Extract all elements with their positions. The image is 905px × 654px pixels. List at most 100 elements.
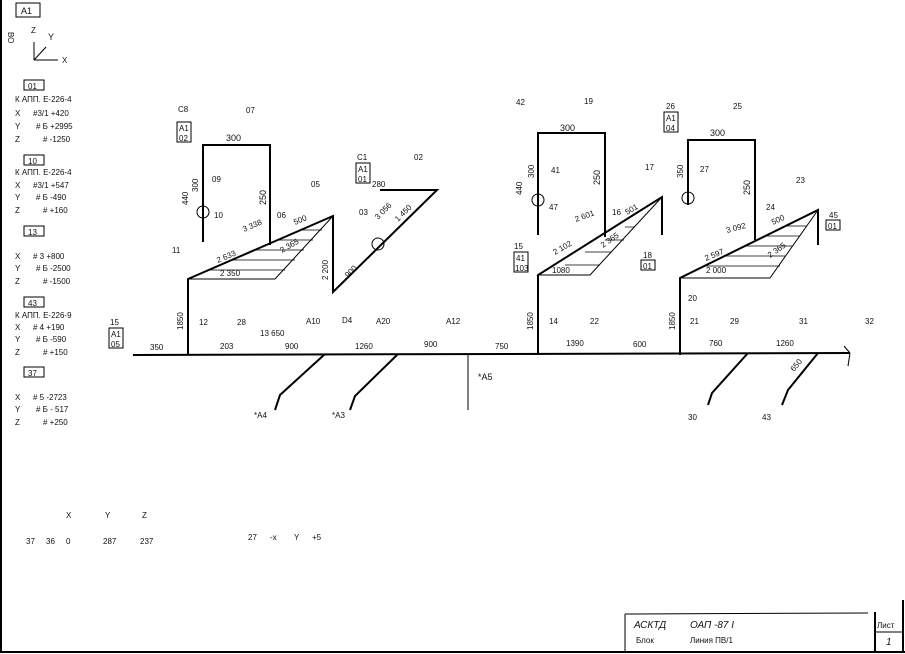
label-n02: 02 (414, 153, 423, 162)
label-d1260a: 1260 (355, 342, 373, 351)
label-0: 37 (26, 537, 35, 546)
branch-30 (707, 352, 749, 406)
label-n12: 12 (199, 318, 208, 327)
label-a12: А12 (446, 317, 461, 326)
label-n20: 20 (688, 294, 697, 303)
label-d750: 750 (495, 342, 509, 351)
label-d600: 600 (633, 340, 647, 349)
coordinate-table: X Y Z 37 36 0 287 237 27 -x Y +5 (26, 511, 322, 546)
label-x: X (15, 252, 21, 261)
label-c1: С1 (357, 153, 368, 162)
label-d760: 760 (709, 339, 723, 348)
label-l300b: 300 (191, 178, 200, 192)
label-x: X (15, 393, 21, 402)
label-n47: 47 (549, 203, 558, 212)
label-n27: 27 (700, 165, 709, 174)
label-n45: 45 (829, 211, 838, 220)
label-n11: 11 (172, 246, 181, 255)
label-z: Z (15, 277, 20, 286)
sheet-number: 1 (886, 637, 892, 648)
label-n15a: А1 (111, 330, 121, 339)
ref-box (15, 2, 41, 18)
label-l2365a: 2 365 (279, 237, 301, 255)
main-header-pipe (132, 345, 851, 411)
label-d900b: 900 (424, 340, 438, 349)
label-n23: 23 (796, 176, 805, 185)
label-n15: 15 (110, 318, 119, 327)
label-d1850b: 1850 (526, 312, 535, 330)
org-code: АСКТД (633, 620, 666, 631)
label-n16: 16 (612, 208, 621, 217)
label-n14: 14 (549, 317, 558, 326)
label-n09: 09 (212, 175, 221, 184)
label-x: # 4 +190 (33, 323, 65, 332)
label-4: 237 (140, 537, 154, 546)
label-n22: 22 (590, 317, 599, 326)
label-l2350: 2 350 (220, 269, 241, 278)
label-tag: 01 (28, 82, 37, 91)
label-l440a: 440 (181, 191, 190, 205)
label-to: К АПП. Е-226-4 (15, 168, 72, 177)
label-tag: 13 (28, 228, 37, 237)
label-d1850c: 1850 (668, 312, 677, 330)
label-a10: А10 (306, 317, 321, 326)
label-x: # 5 -2723 (33, 393, 67, 402)
label-n19: 19 (584, 97, 593, 106)
label-d1850a: 1850 (176, 312, 185, 330)
label-y: Y (15, 122, 21, 131)
label-n18: 18 (643, 251, 652, 260)
label-z: Z (15, 348, 20, 357)
document-code: ОАП -87 I (690, 620, 734, 631)
label-x: X (62, 56, 68, 65)
label-2: Z (142, 511, 147, 520)
label-n43: 43 (762, 413, 771, 422)
label-z: # +250 (43, 418, 68, 427)
label-0: 27 (248, 533, 257, 542)
label-x: #3/1 +547 (33, 181, 69, 190)
label-d1390: 1390 (566, 339, 584, 348)
label-y: Y (15, 405, 21, 414)
label-l1450: 1 450 (393, 203, 414, 224)
label-n41: 41 (551, 166, 560, 175)
label-n45b: 01 (828, 222, 837, 231)
label-n24: 24 (766, 203, 775, 212)
label-3: +5 (312, 533, 322, 542)
ref-box-label: А1 (21, 6, 32, 16)
label-n30: 30 (688, 413, 697, 422)
label-2: Y (294, 533, 300, 542)
label-z: Z (15, 418, 20, 427)
label-n31: 31 (799, 317, 808, 326)
label-y: # Б -490 (36, 193, 67, 202)
label-m250: 250 (592, 170, 602, 185)
label-x: X (15, 109, 21, 118)
label-3: 287 (103, 537, 117, 546)
label-y: # Б -2500 (36, 264, 71, 273)
label-n32: 32 (865, 317, 874, 326)
label-1: -x (270, 533, 277, 542)
label-m2601: 2 601 (574, 208, 596, 223)
label-tag: 37 (28, 369, 37, 378)
label-x: X (15, 323, 21, 332)
label-r300: 300 (710, 128, 725, 138)
branch-a4 (274, 353, 326, 411)
label-c8a: А1 (179, 124, 189, 133)
label-1: 36 (46, 537, 55, 546)
label-n05: 05 (311, 180, 320, 189)
branch-a3 (349, 353, 399, 411)
valve-icon (196, 205, 210, 219)
label-n17: 17 (645, 163, 654, 172)
label-a5: *А5 (478, 372, 493, 382)
riser-right (679, 139, 819, 355)
label-a3: *А3 (332, 411, 345, 420)
label-n26a: А1 (666, 114, 676, 123)
label-z: # +160 (43, 206, 68, 215)
valve-icon (531, 193, 545, 207)
label-r350: 350 (676, 164, 685, 178)
label-x: X (15, 181, 21, 190)
label-a20: А20 (376, 317, 391, 326)
label-r250: 250 (742, 180, 752, 195)
line-name: Линия ПВ/1 (690, 636, 733, 645)
label-n06: 06 (277, 211, 286, 220)
label-y: # Б - 517 (36, 405, 69, 414)
